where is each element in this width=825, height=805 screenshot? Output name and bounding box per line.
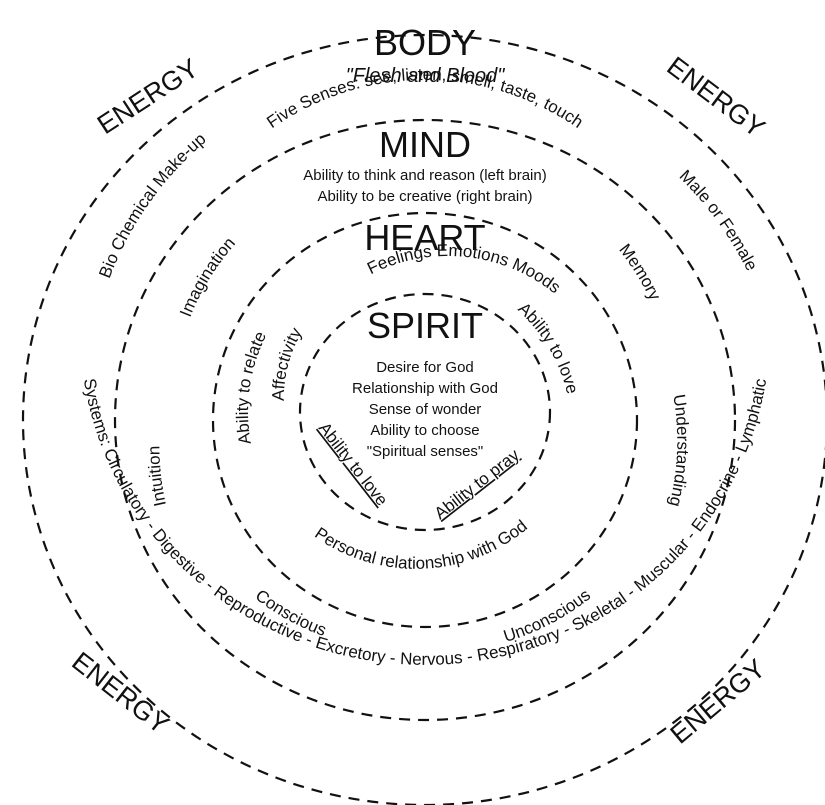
imagination-label: Imagination — [176, 234, 239, 320]
understanding-label: Understanding — [665, 393, 692, 509]
mind-title: MIND — [379, 124, 471, 165]
heart-title: HEART — [364, 217, 485, 258]
heart-ring — [211, 211, 639, 629]
intuition-label: Intuition — [144, 446, 170, 508]
spirit-title: SPIRIT — [367, 305, 483, 346]
ability-to-relate-label: Ability to relate — [233, 328, 270, 445]
biochem-label: Bio Chemical Make-up — [95, 129, 209, 280]
body-title: BODY — [374, 22, 476, 63]
spirit-line-1: Desire for God — [376, 359, 474, 376]
body-ring — [22, 34, 825, 805]
gender-label: Male or Female — [676, 166, 762, 274]
spirit-line-3: Sense of wonder — [369, 401, 482, 418]
energy-label-top-left: ENERGY — [92, 53, 204, 140]
spirit-line-5: "Spiritual senses" — [367, 443, 484, 460]
heart-feelings-label: Feelings Emotions Moods — [364, 241, 564, 297]
heart-ability-to-love-label: Ability to love — [514, 299, 582, 396]
energy-label-bottom-left: ENERGY — [66, 646, 174, 740]
body-systems-label: Systems: Circulatory - Digestive - Repro… — [80, 377, 770, 669]
personal-relationship-label: Personal relationship with God — [311, 516, 530, 573]
mind-line-2: Ability to be creative (right brain) — [317, 188, 532, 205]
energy-label-bottom-right: ENERGY — [665, 653, 772, 749]
energy-label-top-right: ENERGY — [661, 51, 770, 144]
body-subtitle: "Flesh and Blood" — [346, 65, 506, 87]
spirit-ring — [298, 292, 552, 532]
memory-label: Memory — [615, 240, 664, 303]
mind-line-1: Ability to think and reason (left brain) — [303, 167, 546, 184]
affectivity-label: Affectivity — [269, 324, 306, 401]
mind-ring — [113, 118, 737, 722]
spirit-line-4: Ability to choose — [370, 422, 479, 439]
spirit-line-2: Relationship with God — [352, 380, 498, 397]
five-senses-label: Five Senses: see, listen, smell, taste, … — [263, 65, 586, 132]
